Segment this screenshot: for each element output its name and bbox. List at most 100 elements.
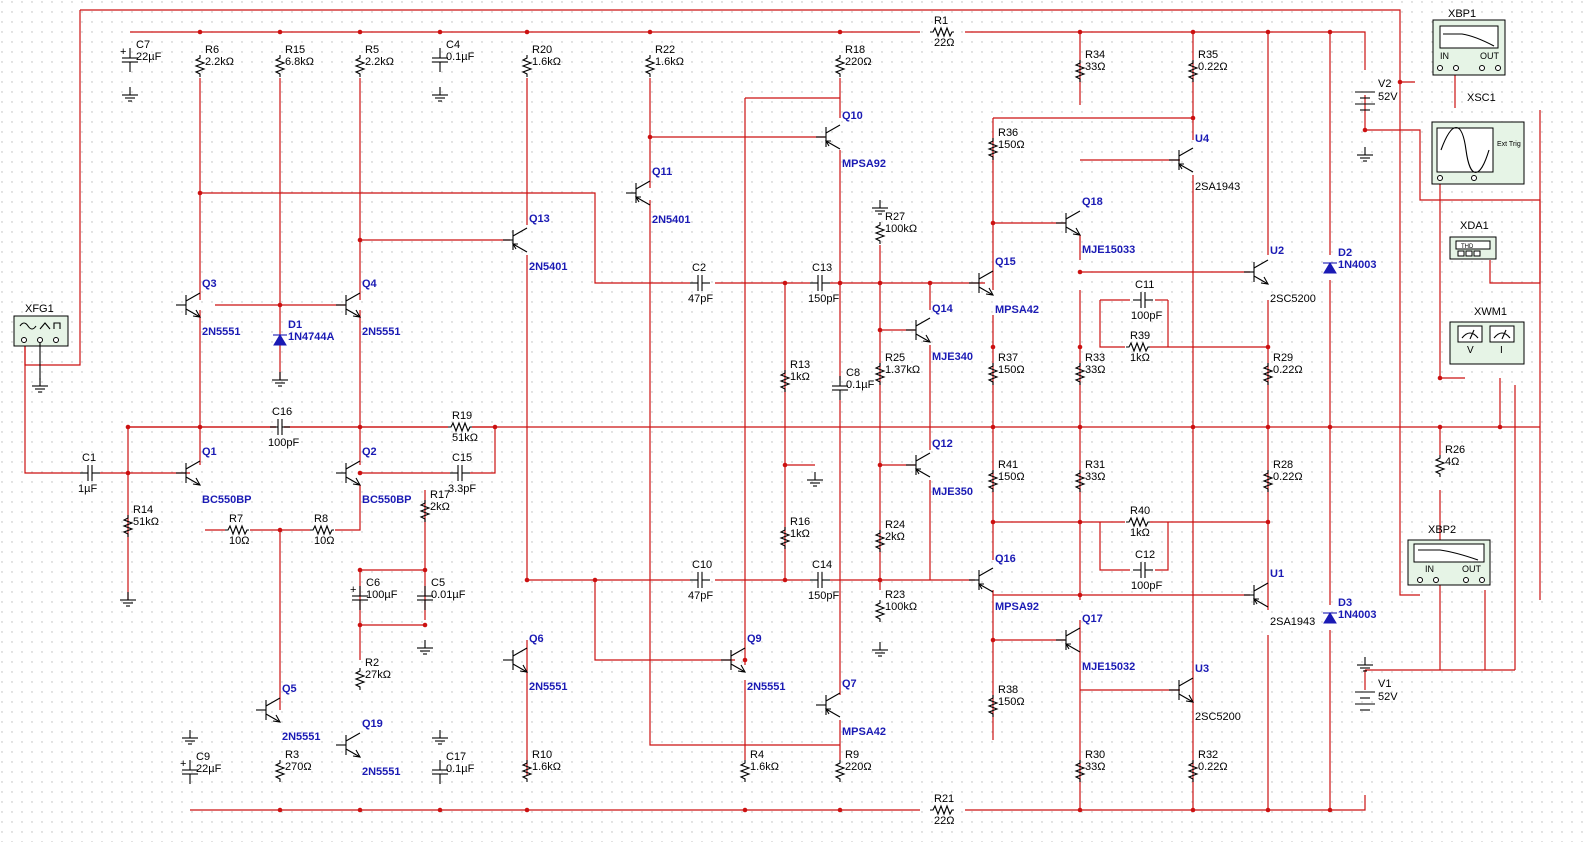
- wattmeter-xwm1[interactable]: V I XWM1: [1449, 306, 1525, 365]
- capacitor-c4[interactable]: C40.1µF: [432, 39, 475, 72]
- d2-part: 1N4003: [1338, 259, 1377, 271]
- r16-value: 1kΩ: [790, 528, 810, 540]
- wire-junction: [990, 519, 996, 525]
- resistor-r5[interactable]: R52.2kΩ: [354, 44, 394, 77]
- resistor-r4[interactable]: R41.6kΩ: [739, 749, 779, 782]
- r2-ref: R2: [365, 657, 379, 669]
- q17-part: MJE15032: [1082, 661, 1135, 673]
- c9-ref: C9: [196, 751, 210, 763]
- q15-part: MPSA42: [995, 304, 1039, 316]
- r24-value: 2kΩ: [885, 531, 905, 543]
- oscilloscope-xsc1[interactable]: Ext Trig XSC1: [1431, 92, 1525, 185]
- resistor-r6[interactable]: R62.2kΩ: [194, 44, 234, 77]
- r8-ref: R8: [314, 513, 328, 525]
- capacitor-c8[interactable]: C80.1µF: [832, 367, 875, 400]
- bode-plotter-xbp2[interactable]: IN OUT XBP2: [1407, 524, 1491, 586]
- function-generator-xfg1[interactable]: XFG1: [13, 303, 69, 380]
- r7-ref: R7: [229, 513, 243, 525]
- capacitor-c5[interactable]: C50.01µF: [417, 577, 466, 610]
- bode-plotter-xbp1[interactable]: IN OUT XBP1: [1432, 8, 1506, 76]
- q2-ref: Q2: [362, 446, 377, 458]
- distortion-analyzer-xda1[interactable]: THD XDA1: [1449, 220, 1497, 260]
